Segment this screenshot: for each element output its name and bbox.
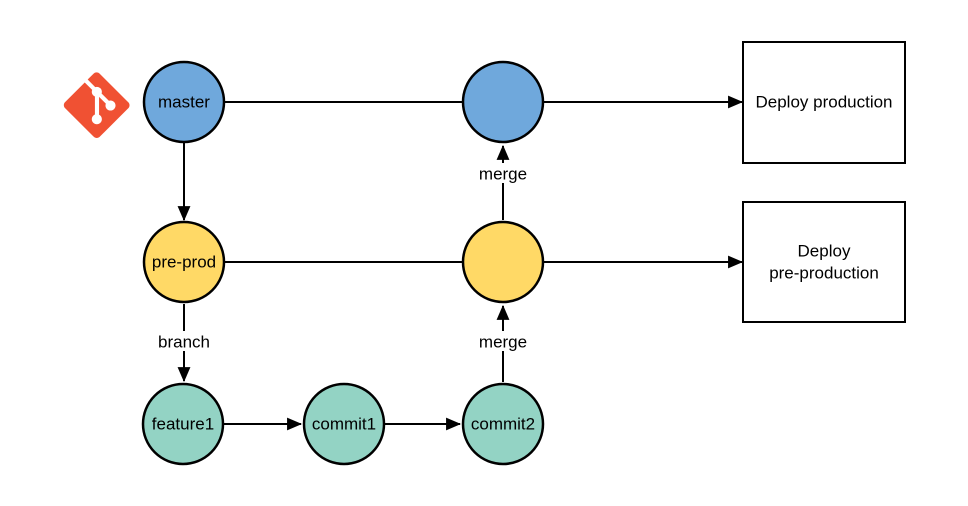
node-feature1 xyxy=(141,382,225,466)
node-master xyxy=(142,60,226,144)
edge-label-merge-to-pre-prod: merge xyxy=(477,331,529,352)
node-commit1 xyxy=(302,382,386,466)
deploy-production-label: Deploy production xyxy=(755,93,892,112)
node-commit2 xyxy=(461,382,545,466)
node-commit2-label: commit2 xyxy=(471,415,535,434)
git-logo-icon xyxy=(63,72,130,139)
deploy-pre-production-label-line2: pre-production xyxy=(769,264,879,283)
deploy-pre-production-label-line1: Deploy xyxy=(798,242,851,261)
node-feature1-label: feature1 xyxy=(152,415,214,434)
node-master-label: master xyxy=(158,93,210,112)
node-commit1-label: commit1 xyxy=(312,415,376,434)
deploy-production-box xyxy=(742,41,906,164)
edge-label-bg xyxy=(477,331,529,351)
edge-label-merge-to-master: merge xyxy=(477,163,529,184)
node-merge-pre-production xyxy=(461,220,545,304)
deploy-pre-production-box xyxy=(742,201,906,323)
edge-label-branch: branch xyxy=(155,331,213,352)
branch-label: branch xyxy=(158,333,210,352)
edge-label-bg xyxy=(477,163,529,183)
node-pre-prod xyxy=(142,220,226,304)
edge-label-bg xyxy=(155,331,213,351)
node-merge-production xyxy=(461,60,545,144)
merge-label: merge xyxy=(479,333,527,352)
merge-label: merge xyxy=(479,165,527,184)
node-pre-prod-label: pre-prod xyxy=(152,253,216,272)
